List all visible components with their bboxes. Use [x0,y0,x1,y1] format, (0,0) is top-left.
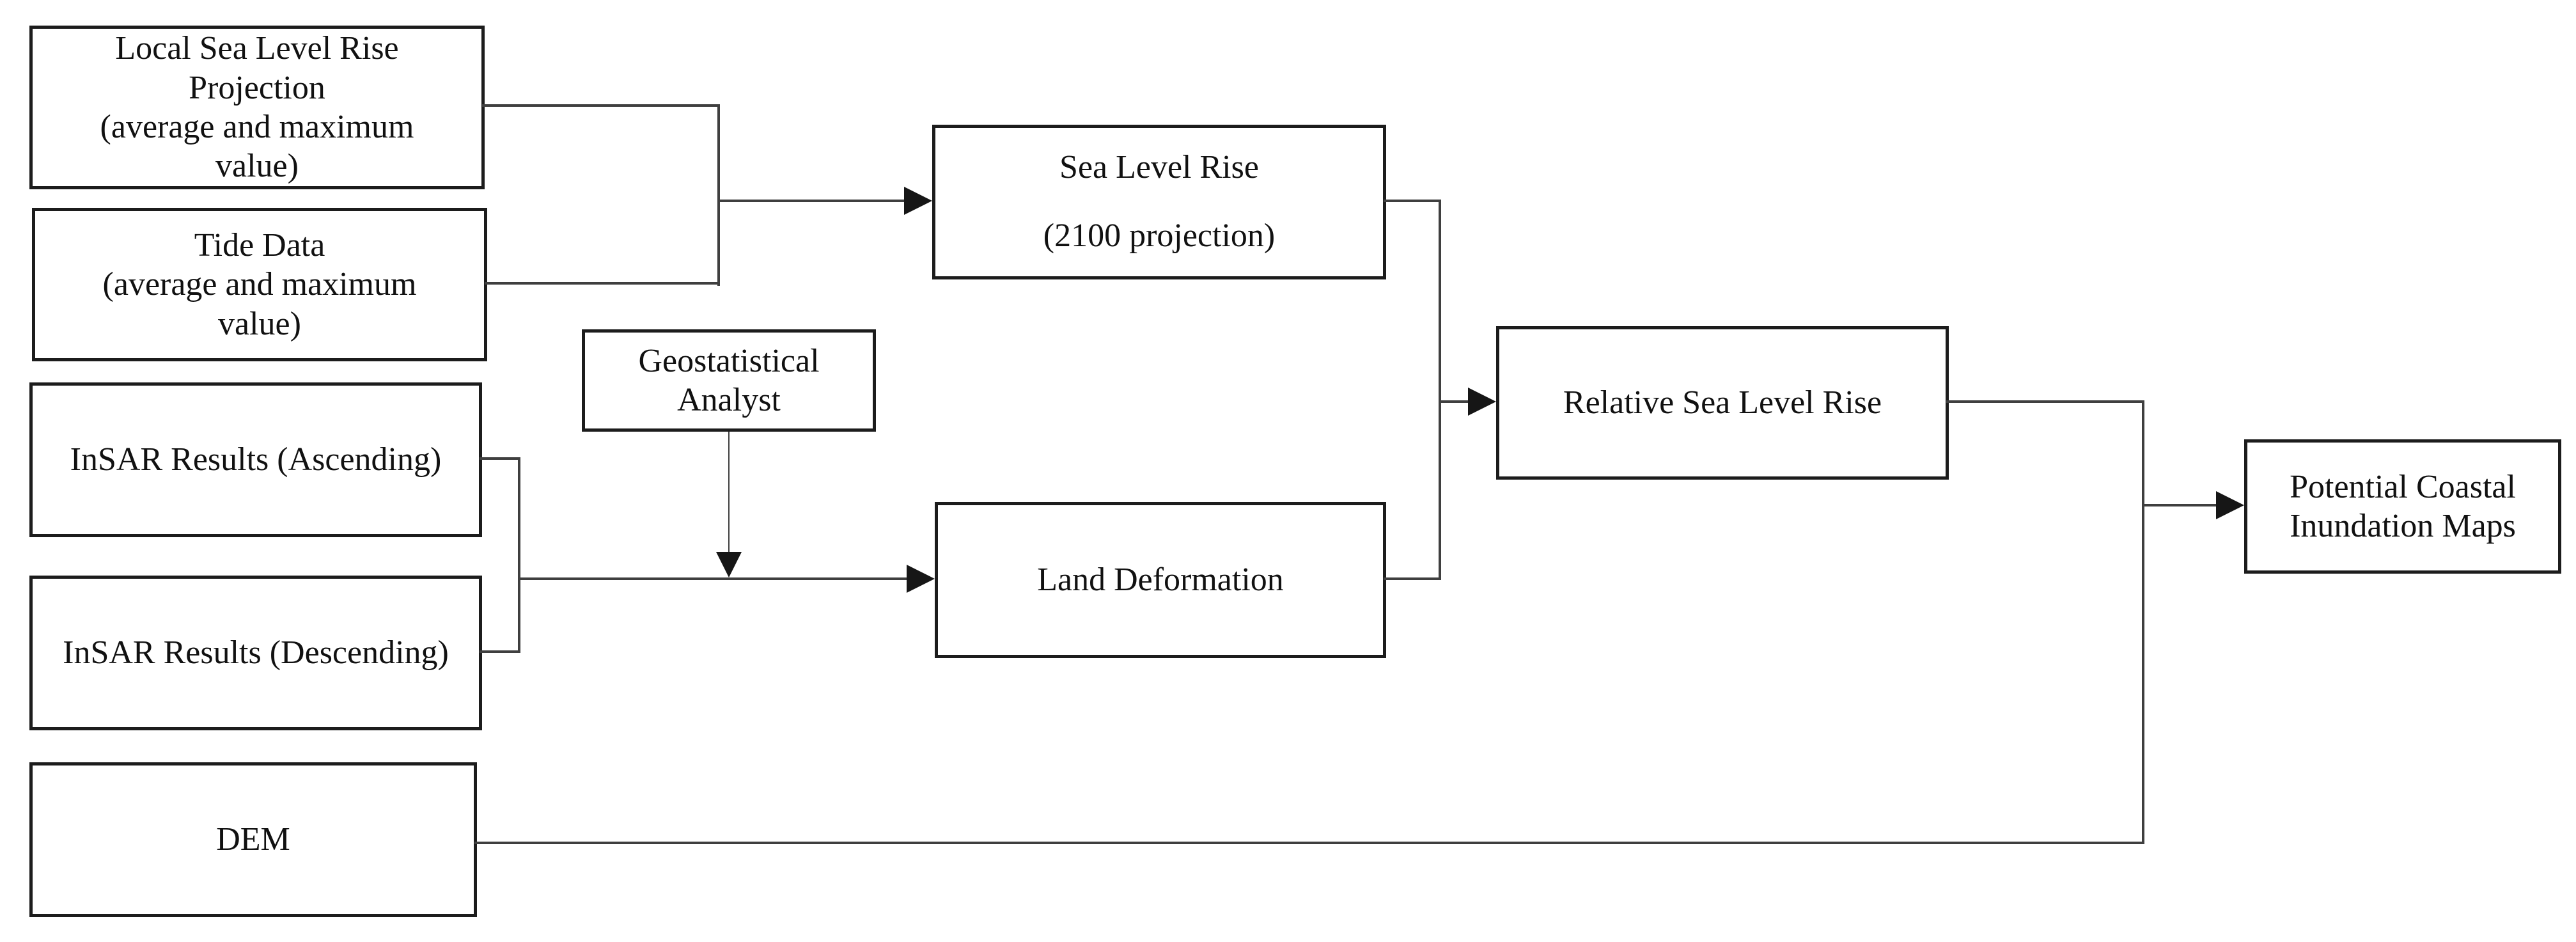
connector-slr-bracket [717,104,720,286]
arrowhead-into-inundation-maps [2216,491,2244,519]
node-land-deformation: Land Deformation [935,502,1386,658]
node-label: Geostatistical Analyst [638,342,820,418]
connector-to-relative-slr [1439,400,1469,403]
node-label: Local Sea Level Rise Projection (average… [100,30,414,185]
node-label: Tide Data (average and maximum value) [102,226,417,342]
node-geostatistical-analyst: Geostatistical Analyst [582,329,876,432]
connector-sea-level-rise-out [1384,200,1440,202]
arrowhead-geostatistical-analyst [716,552,742,577]
arrowhead-into-land-deformation [907,565,935,593]
node-label: InSAR Results (Descending) [63,634,449,671]
connector-local-slr-out [482,104,719,107]
node-sea-level-rise-2100: Sea Level Rise (2100 projection) [932,125,1386,279]
connector-dem-out [474,842,2143,844]
arrowhead-into-sea-level-rise [904,187,932,215]
node-insar-results-descending: InSAR Results (Descending) [29,576,482,730]
connector-rslr-bracket [1439,200,1441,580]
node-relative-sea-level-rise: Relative Sea Level Rise [1496,326,1949,480]
node-potential-coastal-inundation-maps: Potential Coastal Inundation Maps [2244,439,2561,574]
node-insar-results-ascending: InSAR Results (Ascending) [29,382,482,537]
connector-geostatistical-analyst-down [728,432,730,553]
node-tide-data: Tide Data (average and maximum value) [32,208,487,361]
connector-tide-data-out [485,282,719,285]
connector-to-sea-level-rise [717,200,905,202]
connector-insar-ascending-out [480,457,519,460]
connector-insar-descending-out [480,650,519,653]
connector-final-bracket [2142,400,2144,844]
connector-land-deformation-out [1384,577,1440,580]
node-label: DEM [216,821,290,858]
node-dem: DEM [29,762,477,917]
connector-to-inundation-maps [2142,504,2217,506]
node-label: Potential Coastal Inundation Maps [2290,468,2516,544]
connector-insar-bracket [518,457,520,653]
connector-to-land-deformation [518,577,908,580]
node-local-sea-level-rise-projection: Local Sea Level Rise Projection (average… [29,26,485,189]
node-label: Sea Level Rise (2100 projection) [1043,149,1276,254]
node-label: Relative Sea Level Rise [1563,384,1882,421]
connector-relative-slr-out [1946,400,2143,403]
arrowhead-into-relative-slr [1468,388,1496,416]
node-label: InSAR Results (Ascending) [70,441,442,478]
node-label: Land Deformation [1037,561,1284,599]
